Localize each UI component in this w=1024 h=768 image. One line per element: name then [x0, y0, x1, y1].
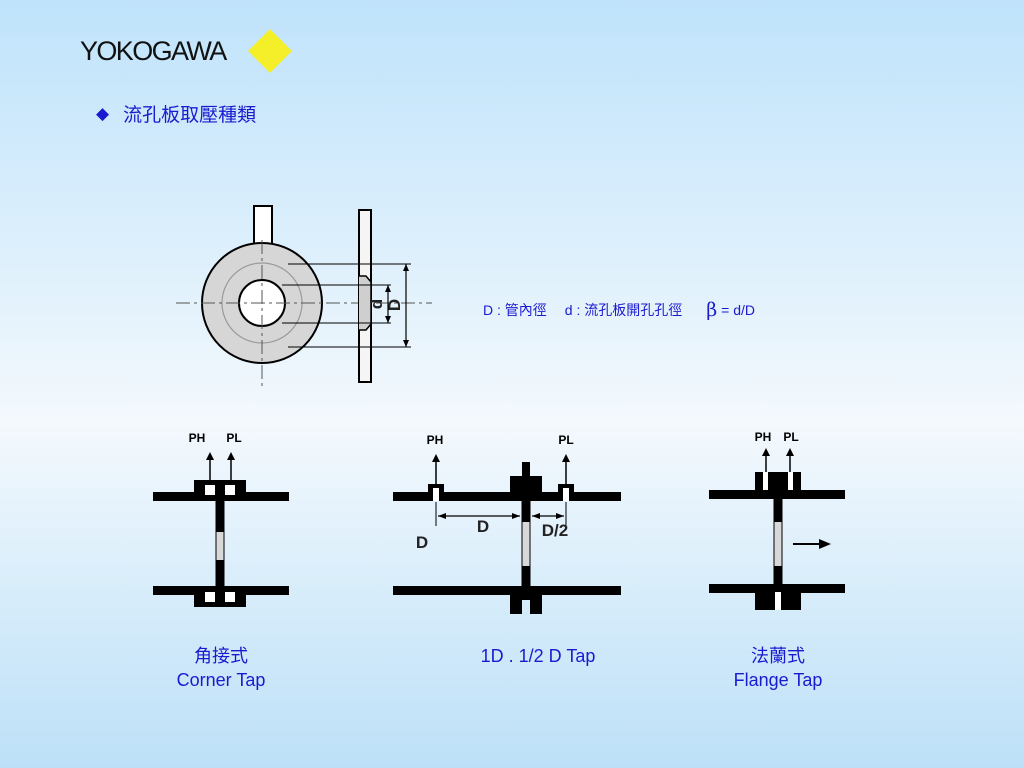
logo-text: YOKOGAWA — [80, 36, 227, 66]
flange-tap-zh: 法蘭式 — [751, 646, 805, 666]
orifice-plate-diagram: d D — [176, 205, 432, 386]
flange-tap-en: Flange Tap — [733, 670, 823, 690]
legend-beta-ratio: = d/D — [721, 302, 755, 318]
flow-direction-arrow-icon — [819, 539, 831, 549]
page-title-text: 流孔板取壓種類 — [123, 104, 257, 126]
flange-pl-label: PL — [783, 430, 798, 444]
radius-tap-name: 1D . 1/2 D Tap — [480, 646, 596, 666]
corner-tap-zh: 角接式 — [194, 646, 248, 666]
legend-orifice-diameter: d : 流孔板開孔孔徑 — [564, 302, 683, 318]
page-title: ◆ 流孔板取壓種類 — [96, 100, 256, 127]
one-d-half-d-tap-diagram: PH PL D D/2 D — [393, 433, 621, 614]
flange-tap-label: 法蘭式 Flange Tap — [716, 644, 840, 692]
downstream-distance-label: D/2 — [542, 521, 568, 540]
radius-ph-label: PH — [427, 433, 444, 447]
large-d-label: D — [385, 299, 404, 311]
pipe-diameter-label: D — [416, 533, 428, 552]
small-d-label: d — [367, 299, 386, 309]
flange-ph-label: PH — [755, 430, 772, 444]
legend-pipe-diameter: D : 管內徑 — [483, 302, 547, 318]
upstream-distance-label: D — [477, 517, 489, 536]
corner-pl-label: PL — [226, 431, 241, 445]
corner-ph-label: PH — [189, 431, 206, 445]
corner-tap-label: 角接式 Corner Tap — [160, 644, 282, 692]
diamond-bullet-icon: ◆ — [96, 104, 110, 123]
flange-tap-diagram: PH PL — [709, 430, 845, 610]
logo-diamond-icon — [248, 29, 292, 73]
radius-pl-label: PL — [558, 433, 573, 447]
beta-symbol: β — [706, 299, 718, 321]
radius-tap-label: 1D . 1/2 D Tap — [440, 644, 636, 668]
dimension-legend: D : 管內徑 d : 流孔板開孔孔徑 β = d/D — [483, 298, 755, 321]
corner-tap-en: Corner Tap — [176, 670, 266, 690]
corner-tap-diagram: PH PL — [153, 431, 289, 607]
